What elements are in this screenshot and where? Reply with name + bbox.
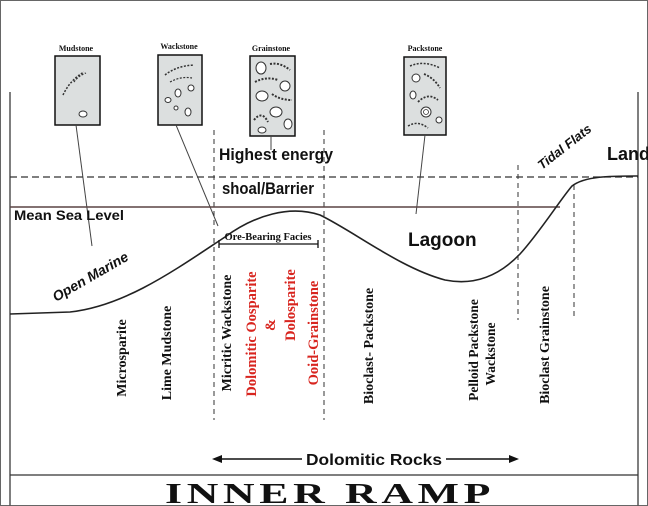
grain-shape bbox=[187, 84, 195, 92]
inner-ramp-title: INNER RAMP bbox=[165, 479, 495, 506]
fossil-shape bbox=[271, 93, 293, 101]
land-label: Land bbox=[607, 144, 648, 164]
grain-shape bbox=[184, 107, 192, 117]
grain-shape bbox=[164, 97, 172, 103]
fossil-shape bbox=[254, 77, 279, 83]
grain-shape bbox=[411, 73, 421, 83]
arrow-head-right bbox=[509, 455, 519, 463]
grain-shape bbox=[423, 109, 429, 115]
fossil-shape bbox=[407, 122, 429, 129]
facies-label-bioclast-grainstone: Bioclast Grainstone bbox=[538, 286, 553, 404]
thumbnail-label-wackstone: Wackstone bbox=[160, 42, 198, 51]
leader-line-mudstone bbox=[75, 124, 93, 247]
dolomitic-rocks-label: Dolomitic Rocks bbox=[306, 452, 442, 469]
fossil-shape bbox=[169, 76, 193, 83]
grain-shape bbox=[269, 106, 283, 118]
thumbnail-packstone: Packstone bbox=[403, 44, 447, 136]
grain-shape bbox=[279, 80, 291, 92]
grain-shape bbox=[78, 110, 88, 118]
leader-line-wackstone bbox=[175, 124, 219, 227]
facies-label-wackstone: Wackstone bbox=[483, 322, 498, 385]
lagoon-label: Lagoon bbox=[408, 230, 477, 251]
fossil-shape bbox=[269, 62, 291, 71]
ore-bearing-facies-label: Ore-Bearing Facies bbox=[225, 232, 312, 243]
thumbnail-label-packstone: Packstone bbox=[408, 44, 443, 53]
highest-energy-label: Highest energy bbox=[219, 145, 334, 164]
facies-label-dolomitic-oosparite: Dolomitic Oosparite bbox=[244, 271, 260, 397]
fossil-shape bbox=[62, 71, 85, 96]
shoal-barrier-label: shoal/Barrier bbox=[222, 179, 314, 198]
facies-label-ampersand: & bbox=[263, 319, 279, 331]
mean-sea-level-label: Mean Sea Level bbox=[14, 207, 124, 223]
facies-label-ooid-grainstone: Ooid-Grainstone bbox=[306, 280, 322, 385]
fossil-shape bbox=[164, 64, 195, 76]
grain-shape bbox=[420, 106, 432, 118]
grain-shape bbox=[283, 118, 293, 130]
facies-label-lime-mudstone: Lime Mudstone bbox=[160, 306, 175, 401]
arrow-head-left bbox=[212, 455, 222, 463]
fossil-shape bbox=[409, 62, 441, 69]
thumbnail-label-mudstone: Mudstone bbox=[59, 44, 94, 53]
grain-shape bbox=[255, 61, 267, 75]
facies-label-bioclast-packstone: Bioclast- Packstone bbox=[362, 288, 377, 404]
thumbnail-wackstone: Wackstone bbox=[157, 42, 203, 126]
dolomitic-rocks-arrow: Dolomitic Rocks bbox=[212, 452, 519, 469]
thumbnail-mudstone: Mudstone bbox=[54, 44, 101, 126]
facies-label-micritic-wackstone: Micritic Wackstone bbox=[220, 275, 235, 392]
facies-column-labels: Microsparite Lime Mudstone Micritic Wack… bbox=[115, 269, 553, 405]
fossil-shape bbox=[423, 73, 441, 89]
leader-line-packstone bbox=[415, 134, 426, 215]
fossil-shape bbox=[417, 95, 439, 103]
grain-shape bbox=[257, 126, 267, 134]
ore-bearing-facies-bracket: Ore-Bearing Facies bbox=[218, 232, 319, 248]
sea-floor-profile bbox=[9, 175, 639, 315]
grain-shape bbox=[435, 116, 443, 124]
facies-label-dolosparite: Dolosparite bbox=[283, 269, 299, 341]
thumbnail-grainstone: Grainstone bbox=[249, 44, 296, 137]
grain-shape bbox=[409, 90, 417, 100]
fossil-shape bbox=[253, 114, 269, 123]
grain-shape bbox=[173, 105, 179, 111]
grain-shape bbox=[255, 90, 269, 102]
facies-label-pelloid-packstone: Pelloid Packstone bbox=[466, 299, 481, 401]
facies-label-microsparite: Microsparite bbox=[115, 319, 130, 397]
thumbnail-frame bbox=[54, 55, 101, 126]
grain-shape bbox=[174, 88, 182, 98]
thumbnail-label-grainstone: Grainstone bbox=[252, 44, 291, 53]
fossil-shape bbox=[73, 72, 87, 83]
